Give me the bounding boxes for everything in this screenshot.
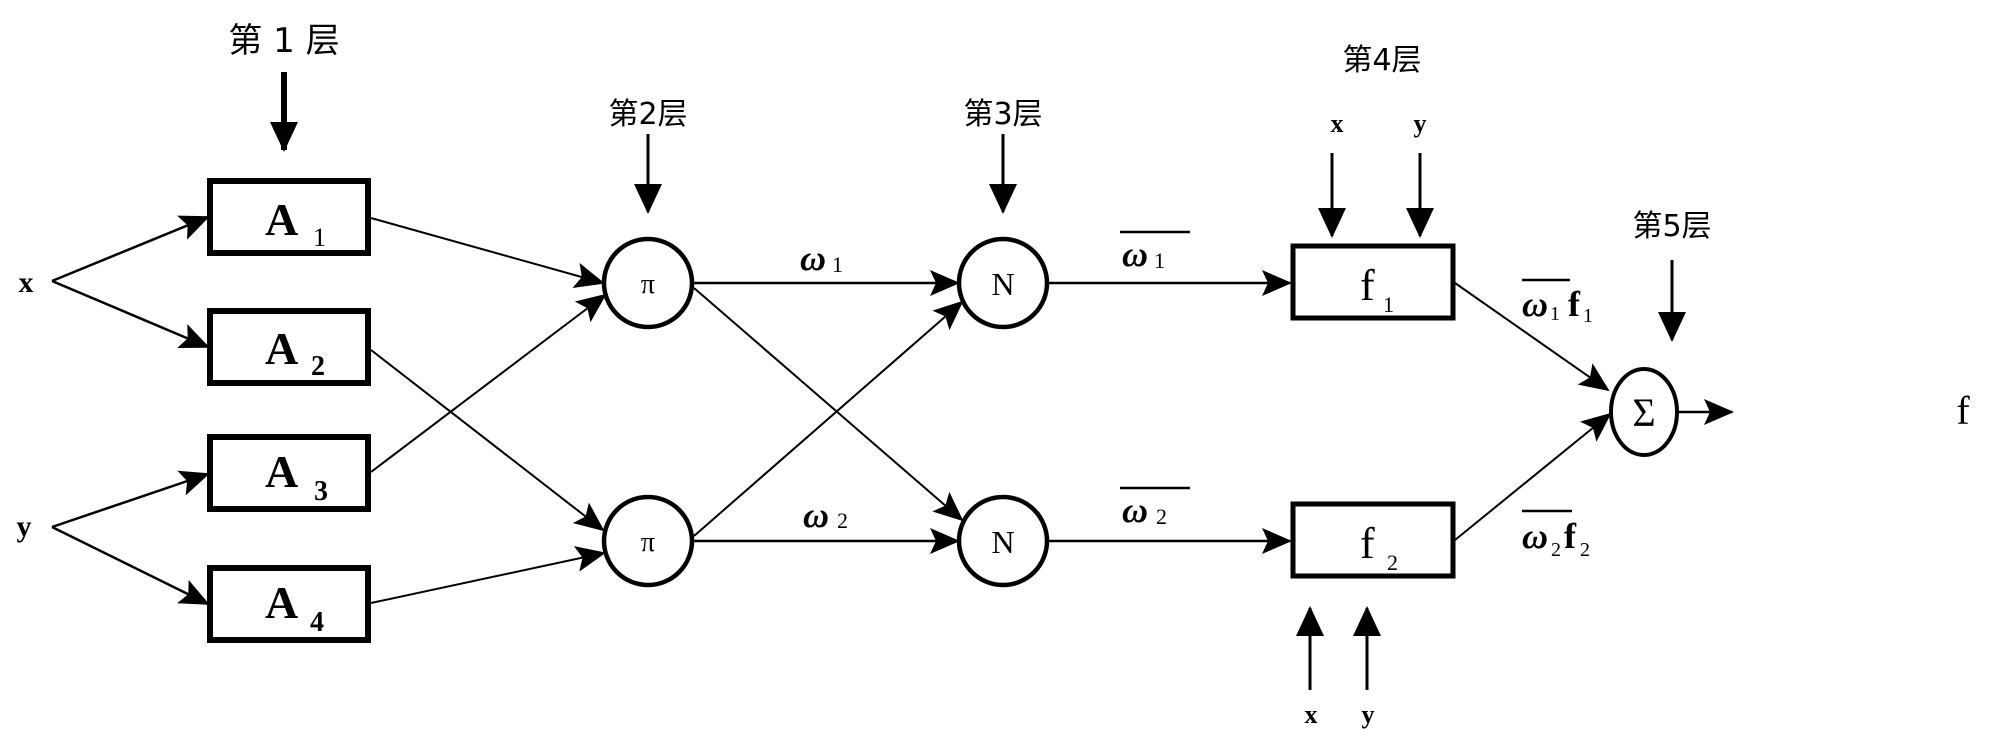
weight-w2: ω 2 xyxy=(803,495,848,535)
layer-5-label: 第5层 xyxy=(1632,209,1712,342)
weighted-output-1-fsub: 1 xyxy=(1583,305,1593,327)
layer-1-text: 第 1 层 xyxy=(228,21,339,61)
weight-w2-main: ω xyxy=(803,495,829,535)
layer-3-label: 第3层 xyxy=(963,97,1043,214)
node-f1: f 1 xyxy=(1290,243,1456,321)
node-a2: A 2 xyxy=(207,308,371,386)
edge-pi1-n2 xyxy=(693,287,964,522)
node-a4: A 4 xyxy=(207,565,371,643)
f1-inputs: x y xyxy=(1318,109,1434,238)
normalized-weight-w1: ω 1 xyxy=(1120,230,1190,274)
edge-x-a2 xyxy=(51,279,210,349)
f1-input-x: x xyxy=(1331,109,1344,138)
node-f1-main: f xyxy=(1360,261,1375,310)
node-a4-sub: 4 xyxy=(310,607,324,638)
node-n2-symbol: N xyxy=(991,524,1014,560)
f2-inputs: x y xyxy=(1296,606,1381,729)
output-label: f xyxy=(1956,388,1970,433)
layer-4-text: 第4层 xyxy=(1342,43,1421,78)
normalized-weight-w1-main: ω xyxy=(1122,234,1148,274)
normalized-weight-w2-main: ω xyxy=(1122,490,1148,530)
node-pi2: π xyxy=(601,494,695,588)
f2-input-y: y xyxy=(1362,700,1375,729)
node-f2: f 2 xyxy=(1290,501,1456,579)
node-a3-sub: 3 xyxy=(314,476,328,507)
node-f1-sub: 1 xyxy=(1383,292,1394,317)
node-a1-main: A xyxy=(265,194,298,245)
node-a1-sub: 1 xyxy=(313,223,326,252)
weight-w1: ω 1 xyxy=(800,238,843,278)
weighted-output-2-fsub: 2 xyxy=(1580,539,1590,561)
edge-y-a4 xyxy=(51,525,210,606)
layer-2-label: 第2层 xyxy=(608,97,688,214)
layer-2-text: 第2层 xyxy=(608,97,687,132)
edge-x-a1 xyxy=(51,215,210,283)
edge-a3-pi1 xyxy=(370,293,607,473)
layer-4-label: 第4层 xyxy=(1342,43,1421,78)
edge-a4-pi2 xyxy=(370,546,606,604)
weight-w1-main: ω xyxy=(800,238,826,278)
node-a1: A 1 xyxy=(207,178,371,256)
input-y-label: y xyxy=(17,510,32,543)
layer-5-text: 第5层 xyxy=(1632,209,1711,244)
edge-pi2-n1 xyxy=(693,300,964,537)
node-pi2-symbol: π xyxy=(641,527,655,558)
node-a4-main: A xyxy=(265,577,298,628)
edge-a1-pi1 xyxy=(370,217,605,288)
layer-1-label: 第 1 层 xyxy=(228,21,340,152)
node-f2-main: f xyxy=(1360,519,1375,568)
input-x-label: x xyxy=(19,266,34,299)
weighted-output-1: ω 1 f 1 xyxy=(1522,278,1593,327)
node-n1-symbol: N xyxy=(991,266,1014,302)
f2-input-x: x xyxy=(1305,700,1318,729)
node-sum-symbol: Σ xyxy=(1632,390,1655,435)
normalized-weight-w2: ω 2 xyxy=(1120,486,1190,530)
node-n2: N xyxy=(956,494,1050,588)
weight-w1-sub: 1 xyxy=(832,252,843,277)
node-f2-sub: 2 xyxy=(1387,550,1398,575)
normalized-weight-w1-sub: 1 xyxy=(1154,248,1165,273)
weighted-output-1-w: ω xyxy=(1522,284,1548,324)
node-a3-main: A xyxy=(265,446,298,497)
node-a2-main: A xyxy=(265,323,298,374)
node-pi1: π xyxy=(601,236,695,330)
weighted-output-2-f: f xyxy=(1564,516,1577,556)
weighted-output-2-w: ω xyxy=(1522,516,1548,556)
f1-input-y: y xyxy=(1414,109,1427,138)
node-a3: A 3 xyxy=(207,434,371,512)
weighted-output-1-wsub: 1 xyxy=(1550,303,1560,325)
edge-f2-sum xyxy=(1454,412,1612,541)
node-sum: Σ xyxy=(1609,367,1679,457)
node-n1: N xyxy=(956,236,1050,330)
weighted-output-1-f: f xyxy=(1568,284,1581,324)
edge-f1-sum xyxy=(1454,282,1610,392)
normalized-weight-w2-sub: 2 xyxy=(1156,504,1167,529)
node-a2-sub: 2 xyxy=(311,351,325,382)
weight-w2-sub: 2 xyxy=(837,508,848,533)
weighted-output-2: ω 2 f 2 xyxy=(1522,509,1590,561)
edge-y-a3 xyxy=(51,470,210,529)
node-pi1-symbol: π xyxy=(641,269,655,300)
weighted-output-2-wsub: 2 xyxy=(1551,539,1561,561)
edge-a2-pi2 xyxy=(370,349,605,532)
layer-3-text: 第3层 xyxy=(963,97,1042,132)
